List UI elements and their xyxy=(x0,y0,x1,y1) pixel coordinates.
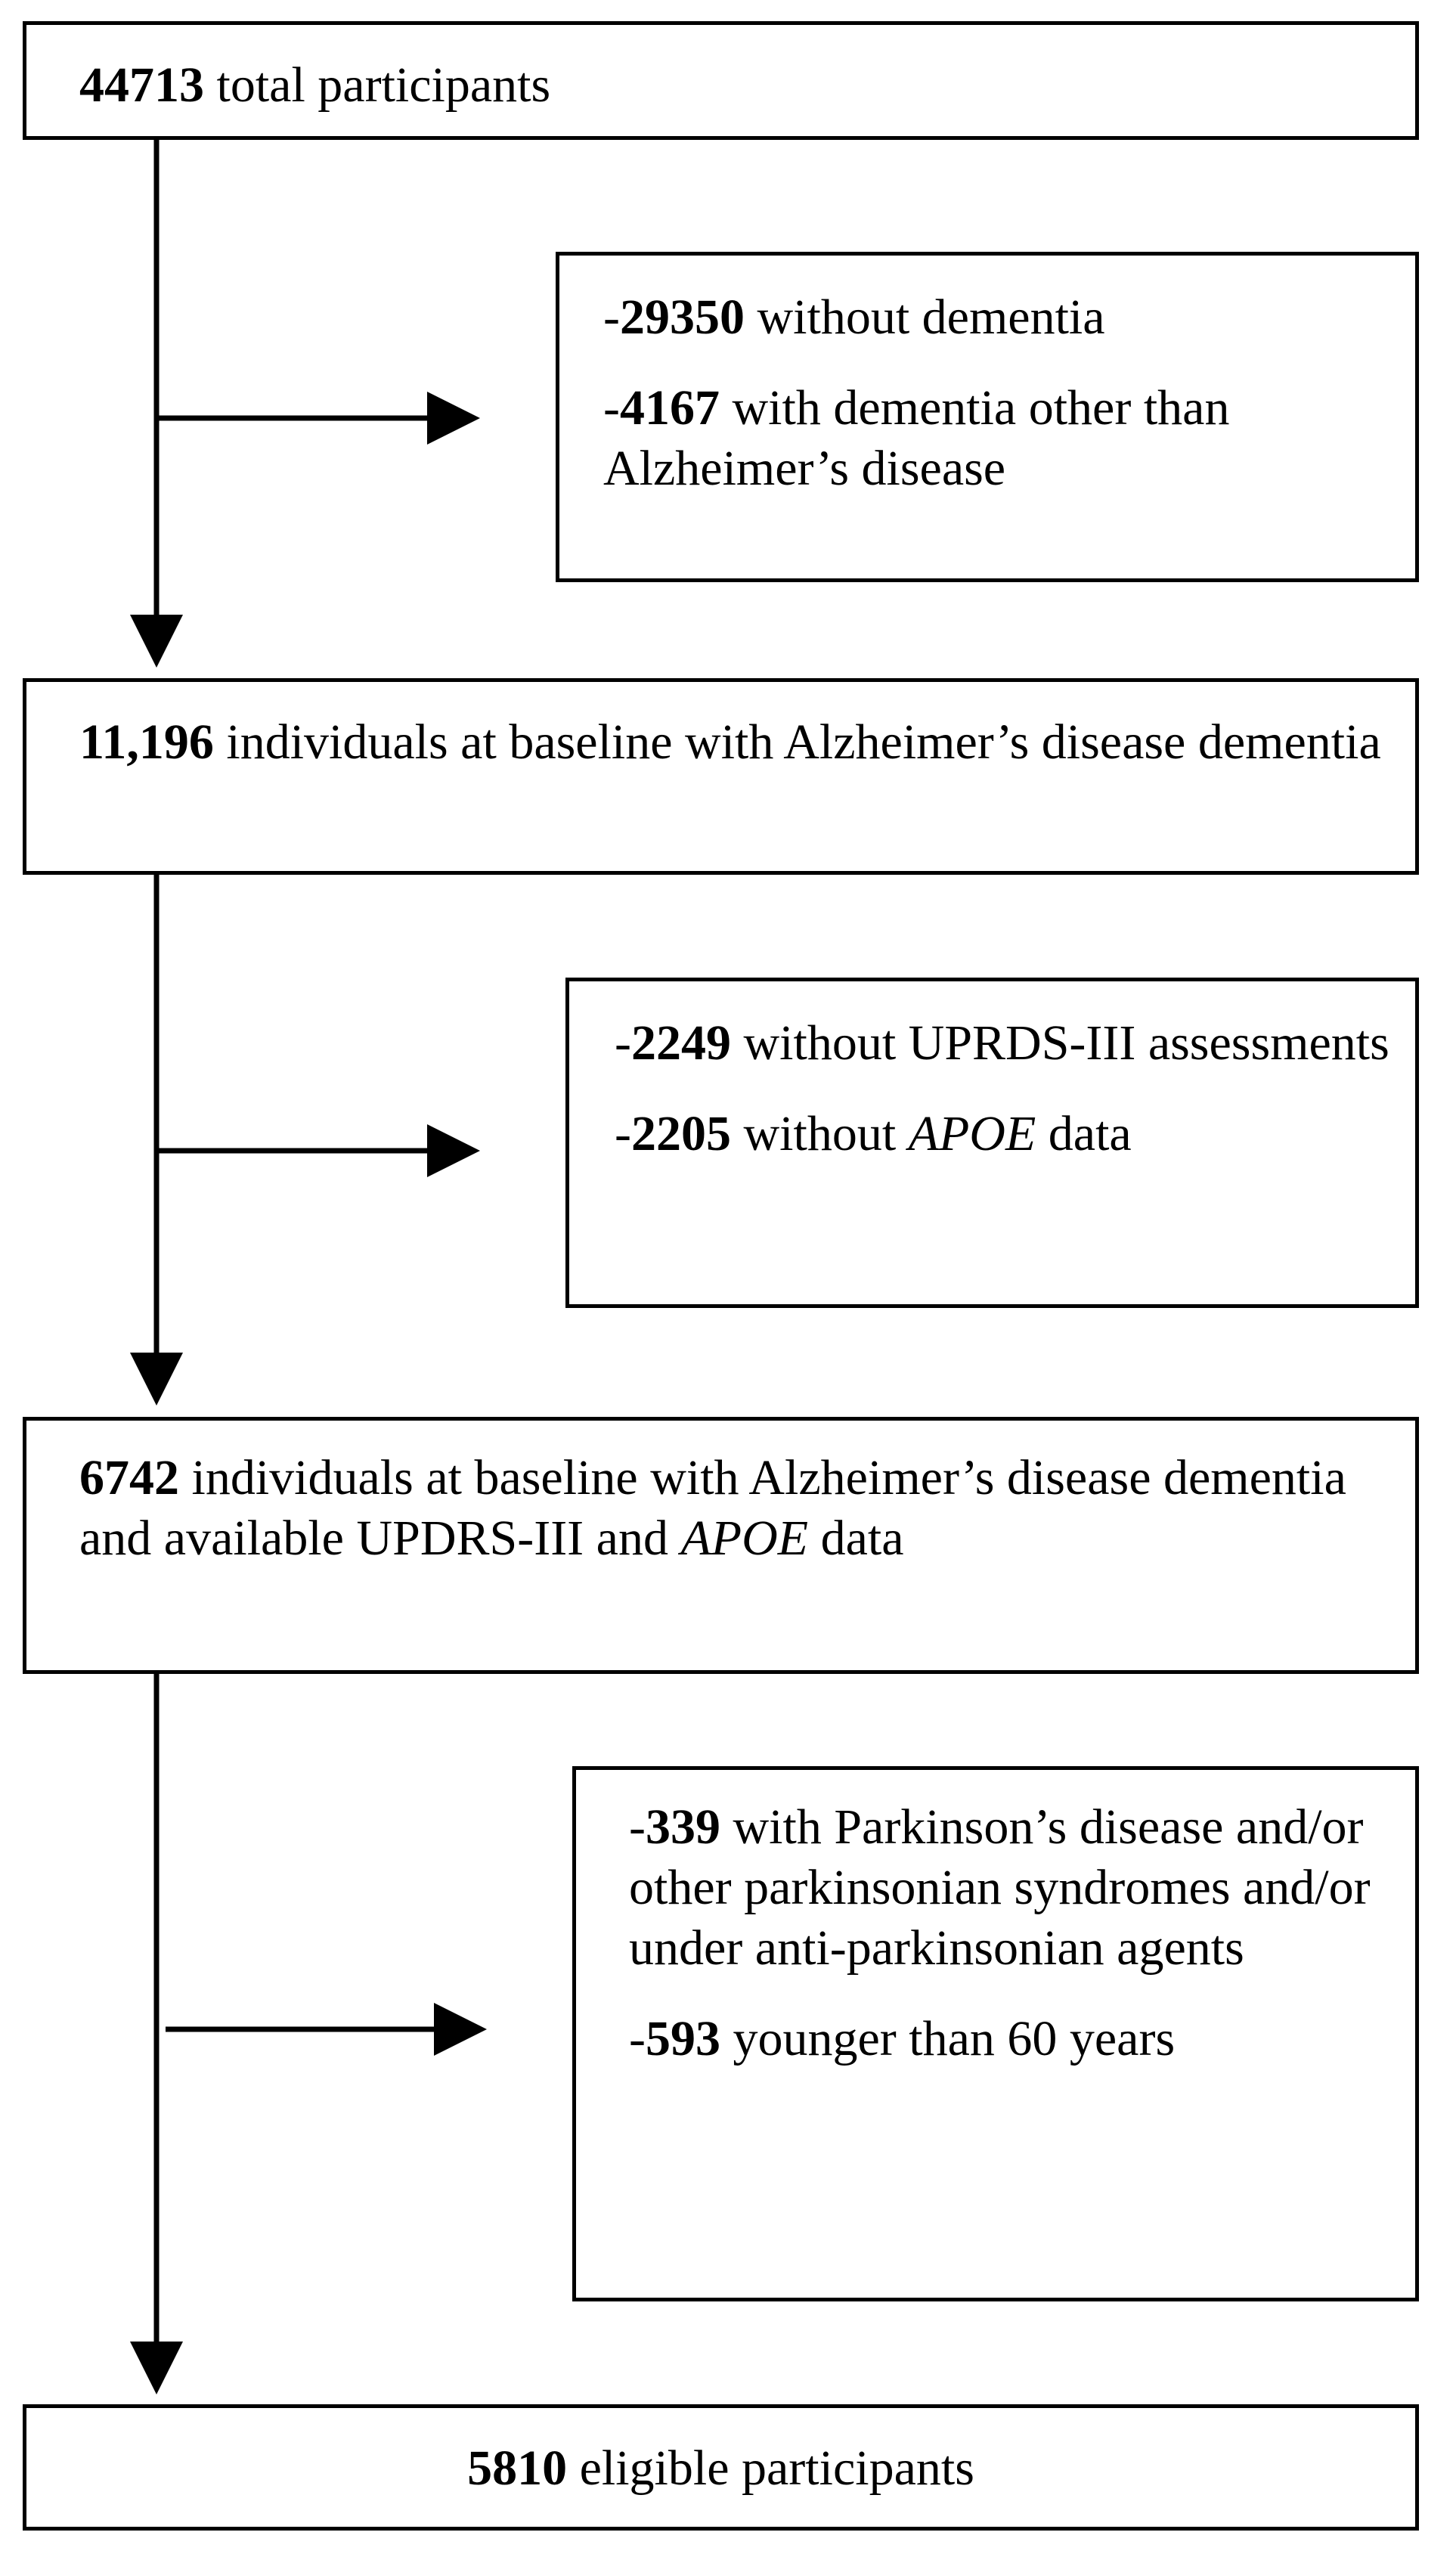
exclusion-italic: APOE xyxy=(908,1106,1036,1161)
exclusion-number: 339 xyxy=(645,1799,720,1855)
box-number: 44713 xyxy=(79,57,204,113)
exclusion-text: without dementia xyxy=(744,290,1105,345)
box-text: individuals at baseline with Alzheimer’s… xyxy=(213,714,1381,770)
exclusion-number: 593 xyxy=(645,2011,720,2066)
box-ad-baseline: 11,196 individuals at baseline with Alzh… xyxy=(23,678,1419,875)
exclusion-text: younger than 60 years xyxy=(720,2011,1176,2066)
exclusion-number: 2249 xyxy=(630,1015,731,1071)
box-number: 11,196 xyxy=(79,714,214,770)
exclusion-text: with dementia other than Alzheimer’s dis… xyxy=(603,380,1230,496)
exclusion-box-2: -2249 without UPRDS-III assessments -220… xyxy=(565,978,1419,1308)
box-text: eligible participants xyxy=(567,2441,974,2496)
exclusion-text: without xyxy=(730,1106,909,1161)
box-total-participants: 44713 total participants xyxy=(23,21,1419,140)
exclusion-box-1: -29350 without dementia -4167 with demen… xyxy=(556,252,1419,582)
exclusion-number: 2205 xyxy=(630,1106,731,1161)
box-text: total participants xyxy=(204,57,551,113)
exclusion-text: without UPRDS-III assessments xyxy=(730,1015,1389,1071)
exclusion-number: 29350 xyxy=(619,290,745,345)
box-eligible-participants: 5810 eligible participants xyxy=(23,2404,1419,2531)
exclusion-box-3: -339 with Parkinson’s disease and/or oth… xyxy=(572,1766,1419,2301)
exclusion-text: data xyxy=(1036,1106,1132,1161)
box-ad-updrs-apoe: 6742 individuals at baseline with Alzhei… xyxy=(23,1417,1419,1674)
exclusion-number: 4167 xyxy=(619,380,720,435)
box-text: data xyxy=(808,1511,904,1566)
box-text: individuals at baseline with Alzheimer’s… xyxy=(79,1450,1346,1566)
box-number: 6742 xyxy=(79,1450,179,1505)
box-italic: APOE xyxy=(680,1511,809,1566)
box-number: 5810 xyxy=(467,2441,568,2496)
exclusion-text: with Parkinson’s disease and/or other pa… xyxy=(629,1799,1371,1976)
